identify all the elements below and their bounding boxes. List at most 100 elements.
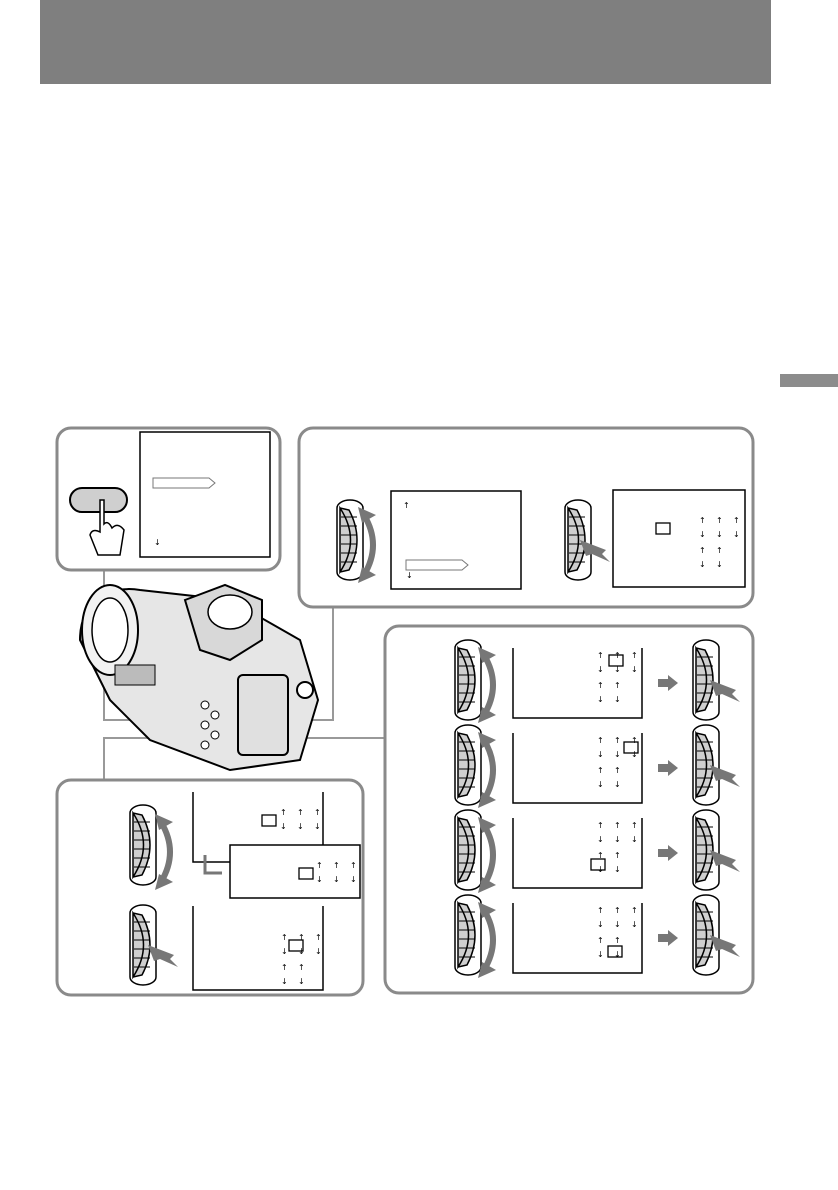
down-arrow-mark: ↓ [716,530,723,539]
rotate-arrow-icon [155,814,173,890]
menu-screen [512,733,643,804]
rotate-arrow-icon [478,902,496,978]
rotate-arrow-arc [361,513,376,577]
up-arrow-mark: ↑ [350,861,357,870]
selection-box [261,814,277,827]
up-arrow-mark: ↑ [298,963,305,972]
up-arrow-mark: ↑ [631,651,638,660]
dial-wheel [132,810,151,880]
down-arrow-mark: ↓ [614,750,621,759]
down-arrow-mark: ↓ [699,560,706,569]
control-button [200,700,210,710]
control-dial [296,681,314,699]
rotate-arrow-icon [478,732,496,808]
rotate-arrow-arc [481,908,496,972]
down-arrow-mark: ↓ [280,822,287,831]
control-dial-icon [692,809,720,891]
down-arrow-mark: ↓ [614,865,621,874]
menu-screen [512,903,643,974]
down-arrow-mark: ↓ [699,530,706,539]
control-dial-icon [692,894,720,976]
press-arrow-icon [710,765,740,787]
next-step-arrow-icon [658,845,678,861]
selection-box [590,858,606,871]
down-arrow-mark: ↓ [597,950,604,959]
down-arrow-mark: ↓ [597,920,604,929]
up-arrow-mark: ↑ [631,821,638,830]
press-arrow-icon [710,935,740,957]
up-arrow-mark: ↑ [614,821,621,830]
up-arrow-mark: ↑ [314,808,321,817]
up-arrow-mark: ↑ [614,766,621,775]
control-button [210,730,220,740]
up-arrow-mark: ↑ [597,906,604,915]
control-dial-icon [129,804,157,886]
control-dial-icon [454,724,482,806]
rotate-arrow-head [358,567,376,583]
up-arrow-mark: ↑ [597,766,604,775]
up-arrow-mark: ↑ [316,861,323,870]
rotate-arrow-head [358,507,376,523]
up-arrow-mark: ↑ [614,681,621,690]
up-arrow-mark: ↑ [631,736,638,745]
up-arrow-mark: ↑ [403,501,410,510]
step-2-panel [297,426,755,609]
selection-box [608,654,624,667]
up-arrow-mark: ↑ [733,516,740,525]
step-1-panel [55,426,282,572]
battery-pack [237,674,289,756]
step-4-panel [55,778,365,997]
control-dial-icon [692,639,720,721]
down-arrow-mark: ↓ [614,835,621,844]
up-arrow-mark: ↑ [631,906,638,915]
rotate-arrow-head [478,732,496,748]
down-arrow-mark: ↓ [631,665,638,674]
rotate-arrow-arc [481,823,496,887]
control-button [200,740,210,750]
down-arrow-mark: ↓ [597,835,604,844]
up-arrow-mark: ↑ [281,963,288,972]
control-dial-icon [336,499,364,581]
rotate-arrow-icon [478,647,496,723]
menu-screen [139,431,271,558]
down-arrow-mark: ↓ [597,695,604,704]
dial-wheel [457,815,476,885]
up-arrow-mark: ↑ [716,546,723,555]
down-arrow-mark: ↓ [316,875,323,884]
up-arrow-mark: ↑ [281,933,288,942]
down-arrow-mark: ↓ [350,875,357,884]
up-arrow-mark: ↑ [597,821,604,830]
selection-box [623,741,639,754]
lcd-display [114,664,156,686]
down-arrow-mark: ↓ [154,538,161,547]
down-arrow-mark: ↓ [614,780,621,789]
down-arrow-mark: ↓ [614,665,621,674]
up-arrow-mark: ↑ [333,861,340,870]
section-tab [780,374,838,387]
down-arrow-mark: ↓ [614,950,621,959]
down-arrow-mark: ↓ [597,780,604,789]
step-arrow-icon [203,855,222,875]
menu-screen [612,489,746,588]
down-arrow-mark: ↓ [631,835,638,844]
eyecup [207,594,253,630]
down-arrow-mark: ↓ [597,665,604,674]
down-arrow-mark: ↓ [631,920,638,929]
menu-screen [390,490,522,590]
down-arrow-mark: ↓ [406,571,413,580]
menu-screen [192,906,324,991]
down-arrow-mark: ↓ [597,865,604,874]
next-step-arrow-icon [658,675,678,691]
rotate-arrow-arc [481,653,496,717]
up-arrow-mark: ↑ [280,808,287,817]
selection-box [607,945,623,958]
control-dial-icon [129,904,157,986]
up-arrow-mark: ↑ [614,906,621,915]
menu-screen [229,844,361,899]
selection-box [655,522,671,535]
menu-cursor-bar [152,477,216,489]
down-arrow-mark: ↓ [314,822,321,831]
rotate-arrow-head [478,962,496,978]
control-button [200,720,210,730]
control-dial-icon [454,809,482,891]
